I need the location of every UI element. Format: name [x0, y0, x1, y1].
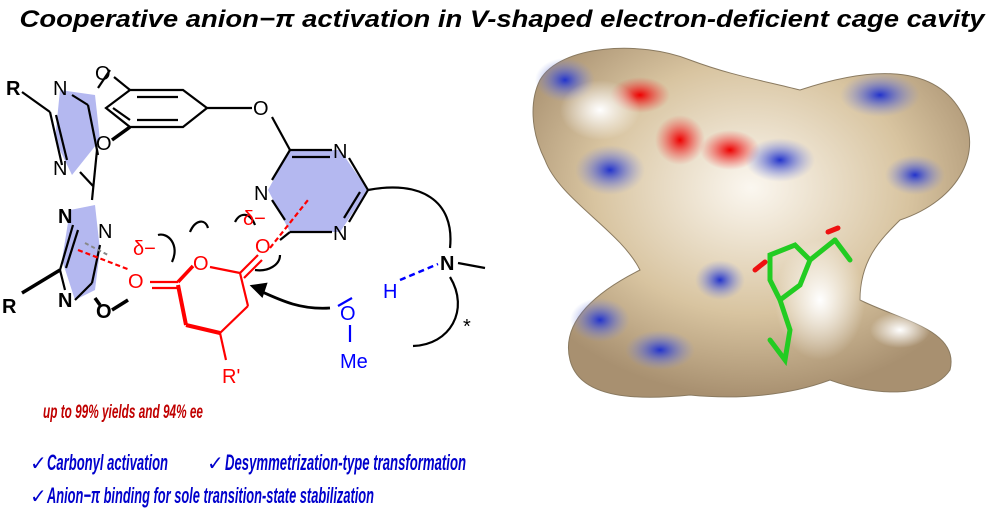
atom-label-o-ring: O — [193, 253, 209, 275]
atom-label-o-methanol: O — [340, 303, 356, 325]
atom-label-h: H — [383, 281, 397, 303]
feature-list: ✓ Carbonyl activation ✓ Desymmetrization… — [30, 450, 466, 508]
guest-molecule — [752, 225, 853, 367]
atom-label-o-carbonyl: O — [255, 236, 271, 258]
atom-label-o: O — [96, 301, 112, 323]
atom-label-me: Me — [340, 351, 368, 373]
cage-model-render — [532, 47, 971, 398]
atom-label-r-prime: R' — [222, 366, 240, 388]
atom-label-o: O — [96, 133, 112, 155]
atom-label-n: N — [98, 221, 112, 243]
yield-ee-note: up to 99% yields and 94% ee — [43, 402, 203, 423]
atom-label-o-carbonyl: O — [128, 271, 144, 293]
atom-label-n-amine: N — [440, 253, 454, 275]
atom-label-n: N — [333, 223, 347, 245]
feature-item: Carbonyl activation — [47, 450, 168, 475]
atom-label-r-bottom: R — [2, 296, 17, 318]
atom-label-n: N — [53, 158, 67, 180]
atom-label-n: N — [58, 290, 72, 312]
stereo-mark: * — [463, 316, 471, 338]
page-title: Cooperative anion−π activation in V-shap… — [20, 6, 987, 33]
atom-label-r-top: R — [6, 78, 21, 100]
atom-label-o: O — [253, 98, 269, 120]
atom-label-n: N — [254, 183, 268, 205]
atom-label-n: N — [58, 206, 72, 228]
delta-minus-label: δ− — [243, 208, 266, 230]
check-icon: ✓ — [30, 484, 47, 508]
feature-item: Anion−π binding for sole transition-stat… — [46, 483, 374, 508]
triazine-ring-right — [268, 150, 368, 232]
atom-label-n: N — [53, 78, 67, 100]
reaction-scheme: R N O N O O N N N N N N R O N * O O O R'… — [2, 63, 486, 388]
delta-minus-label: δ− — [133, 238, 156, 260]
check-icon: ✓ — [30, 451, 47, 475]
atom-label-n: N — [333, 141, 347, 163]
atom-label-o: O — [95, 63, 111, 85]
check-icon: ✓ — [207, 451, 224, 475]
feature-item: Desymmetrization-type transformation — [225, 450, 466, 475]
